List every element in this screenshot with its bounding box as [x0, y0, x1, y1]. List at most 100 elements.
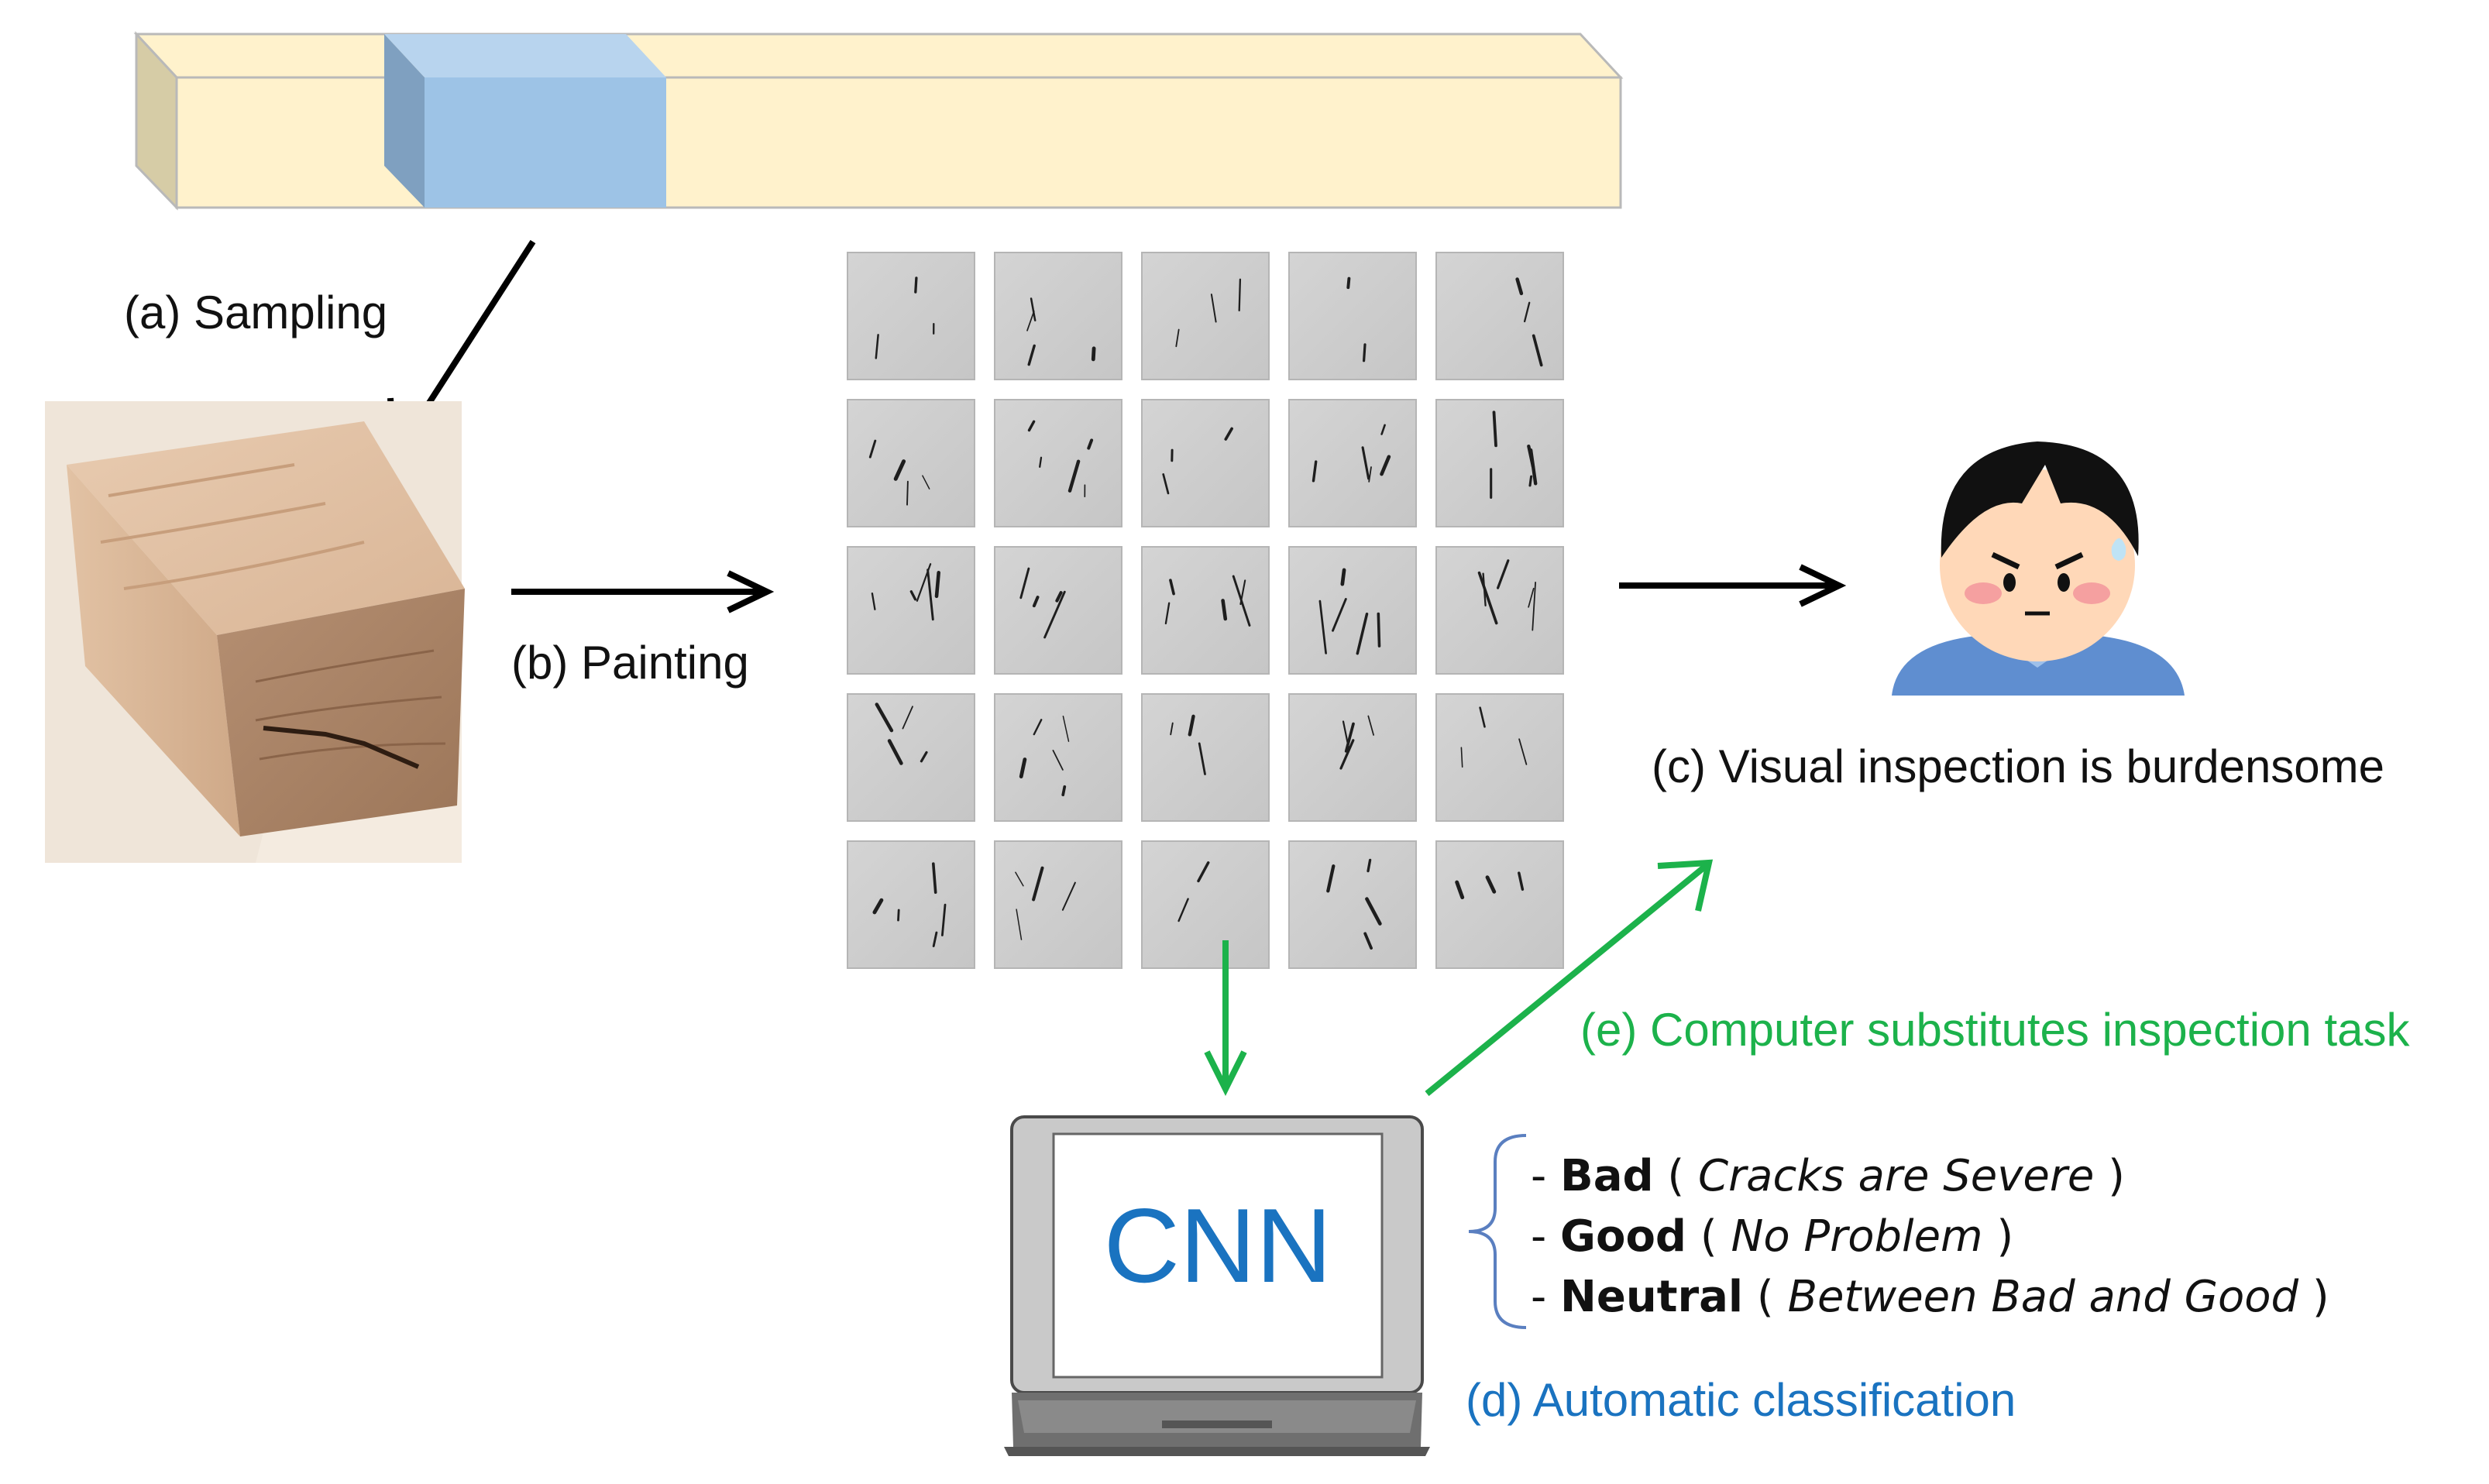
crack-mark [1482, 572, 1487, 606]
automatic-classification-label: (d) Automatic classification [1466, 1374, 2016, 1426]
crack-mark [871, 592, 876, 610]
crack-mark [1067, 459, 1081, 493]
crack-mark [1380, 455, 1391, 476]
crack-image-tile [1288, 399, 1417, 527]
crack-image-tile [994, 399, 1122, 527]
crack-image-tile [1141, 546, 1270, 675]
crack-mark [906, 480, 909, 506]
crack-image-tile [1141, 693, 1270, 822]
class-description-neutral: Between Bad and Good [1787, 1272, 2299, 1322]
crack-mark [932, 931, 938, 947]
crack-mark [1019, 757, 1027, 778]
crack-mark [1340, 568, 1346, 586]
crack-mark [1380, 424, 1386, 435]
crack-mark [1175, 328, 1180, 348]
crack-image-tile [847, 399, 975, 527]
crack-mark [1532, 582, 1536, 631]
class-name-bad: Bad [1560, 1151, 1654, 1201]
crack-mark [875, 702, 894, 733]
crack-mark [1318, 599, 1327, 654]
crack-mark [1339, 739, 1355, 770]
crack-mark [1477, 571, 1498, 625]
crack-mark [1346, 277, 1351, 290]
crack-image-tile [994, 546, 1122, 675]
classification-arrow [1204, 940, 1247, 1096]
crack-mark [1492, 411, 1497, 448]
crack-mark [1043, 590, 1066, 639]
crack-mark [1523, 301, 1531, 323]
class-paren-open: ( [1653, 1151, 1699, 1201]
timber-sample-photo [45, 401, 465, 863]
crack-image-tile [1288, 546, 1417, 675]
crack-mark [1027, 420, 1036, 432]
crack-mark [1169, 579, 1175, 596]
crack-image-tile [847, 693, 975, 822]
crack-mark [1344, 722, 1355, 753]
crack-mark [1221, 599, 1228, 621]
crack-image-tile [1288, 693, 1417, 822]
crack-mark [1062, 715, 1070, 742]
crack-mark [934, 570, 940, 599]
crack-mark [922, 475, 930, 490]
crack-image-tile [994, 840, 1122, 969]
crack-image-tile [1141, 840, 1270, 969]
crack-mark [1528, 475, 1533, 487]
crack-mark [1087, 438, 1094, 450]
crack-mark [1210, 294, 1217, 323]
class-name-good: Good [1560, 1211, 1687, 1262]
class-brace [1468, 1134, 1527, 1329]
sample-segment [384, 34, 666, 208]
crack-mark [1016, 909, 1023, 940]
painting-arrow [511, 570, 775, 613]
crack-image-tile [994, 693, 1122, 822]
crack-mark [1365, 897, 1382, 926]
class-dash: - [1531, 1272, 1561, 1322]
painting-label: (b) Painting [511, 637, 749, 689]
crack-mark [1342, 720, 1350, 751]
crack-mark [909, 590, 917, 601]
class-dash: - [1531, 1211, 1561, 1262]
class-paren-open: ( [1686, 1211, 1731, 1262]
class-paren-close: ) [1982, 1211, 2014, 1262]
class-paren-close: ) [2298, 1272, 2329, 1322]
crack-mark [872, 898, 884, 915]
class-dash: - [1531, 1151, 1561, 1201]
class-name-neutral: Neutral [1560, 1272, 1744, 1322]
class-item-neutral: - Neutral ( Between Bad and Good ) [1531, 1267, 2329, 1328]
crack-mark [1326, 864, 1336, 893]
crack-image-tile [1435, 252, 1564, 380]
class-item-bad: - Bad ( Cracks are Severe ) [1531, 1146, 2329, 1207]
crack-mark [1377, 612, 1381, 648]
crack-image-tile [847, 840, 975, 969]
crack-mark [1061, 881, 1076, 911]
class-paren-close: ) [2094, 1151, 2125, 1201]
crack-mark [1518, 738, 1528, 765]
crack-image-tile [1288, 252, 1417, 380]
crack-mark [1177, 898, 1189, 922]
crack-mark [1528, 448, 1538, 486]
crack-mark [902, 706, 913, 730]
crack-image-grid [847, 252, 1564, 969]
visual-inspection-label: (c) Visual inspection is burdensome [1652, 740, 2385, 792]
crack-mark [887, 739, 903, 765]
crack-mark [1332, 598, 1347, 632]
laptop-icon [1004, 1115, 1430, 1456]
crack-image-tile [994, 252, 1122, 380]
crack-mark [1528, 587, 1535, 608]
substitution-arrow [1425, 859, 1714, 1097]
crack-mark [941, 903, 947, 936]
crack-mark [1030, 297, 1037, 321]
crack-mark [920, 751, 928, 763]
crack-mark [1496, 559, 1510, 589]
crack-mark [1170, 722, 1174, 736]
sampling-label: (a) Sampling [124, 287, 388, 338]
computer-substitutes-label: (e) Computer substitutes inspection task [1580, 1004, 2410, 1056]
crack-image-tile [847, 252, 975, 380]
crack-mark [1356, 612, 1369, 655]
crack-image-tile [847, 546, 975, 675]
crack-image-tile [1141, 399, 1270, 527]
crack-mark [1033, 719, 1043, 736]
cnn-label: CNN [1103, 1187, 1332, 1304]
crack-mark [1027, 344, 1036, 366]
crack-image-tile [1435, 693, 1564, 822]
